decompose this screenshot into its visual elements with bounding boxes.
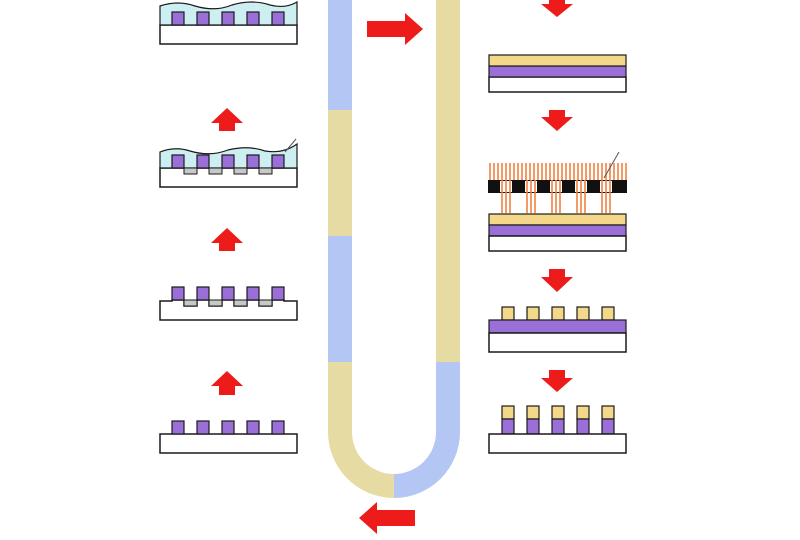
- gray-trench-fill: [183, 299, 273, 307]
- arrow-down-right-1: [541, 0, 573, 17]
- label-leader-line: [284, 138, 297, 153]
- substrate: [159, 24, 298, 45]
- tube-right-blue-bottom: [436, 362, 460, 432]
- purple-layer: [488, 224, 627, 237]
- step-right-3-developed: [488, 306, 627, 353]
- substrate: [159, 433, 298, 454]
- arrow-down-right-3: [541, 269, 573, 292]
- substrate: [488, 235, 627, 252]
- arrow-down-right-4: [541, 370, 573, 392]
- yellow-features: [501, 405, 615, 420]
- purple-features: [171, 154, 285, 169]
- exposure-light-rays-icon: [489, 163, 627, 213]
- step-right-1-layer-stack: [488, 54, 627, 93]
- tube-bend-right: [394, 432, 460, 498]
- step-left-4-overcoat-top: [159, 0, 298, 45]
- photomask-icon: [488, 180, 627, 193]
- purple-layer: [488, 319, 627, 334]
- step-right-2-exposure: [488, 151, 627, 252]
- label-leader-line: [603, 151, 620, 179]
- yellow-layer: [488, 54, 627, 67]
- purple-layer: [488, 65, 627, 78]
- step-left-2-etched-substrate: [159, 286, 298, 321]
- arrow-up-left-1: [211, 108, 243, 131]
- substrate: [488, 332, 627, 353]
- purple-features: [171, 420, 285, 435]
- purple-features: [171, 286, 285, 301]
- purple-features: [501, 418, 615, 435]
- substrate-etched: [159, 299, 298, 321]
- purple-features: [171, 11, 285, 26]
- tube-left-tan-bottom: [328, 362, 352, 432]
- step-right-4-etched-stacks: [488, 405, 627, 454]
- tube-left-blue-2: [328, 236, 352, 362]
- flow-tube: [328, 0, 460, 498]
- arrow-down-right-2: [541, 110, 573, 131]
- arrow-up-left-2: [211, 228, 243, 251]
- substrate: [488, 433, 627, 454]
- substrate: [159, 167, 298, 188]
- arrow-right-top: [367, 13, 423, 45]
- arrow-left-bottom: [359, 502, 415, 534]
- yellow-features: [501, 306, 615, 321]
- tube-left-blue-top: [328, 0, 352, 110]
- arrow-up-left-3: [211, 371, 243, 395]
- tube-right-tan-top: [436, 0, 460, 362]
- step-left-3-overcoat: [159, 138, 298, 188]
- yellow-layer: [488, 213, 627, 226]
- tube-left-tan-1: [328, 110, 352, 236]
- gray-trench-fill: [183, 167, 273, 175]
- tube-bend-left: [328, 432, 394, 498]
- substrate: [488, 76, 627, 93]
- step-left-1-patterned-substrate: [159, 420, 298, 454]
